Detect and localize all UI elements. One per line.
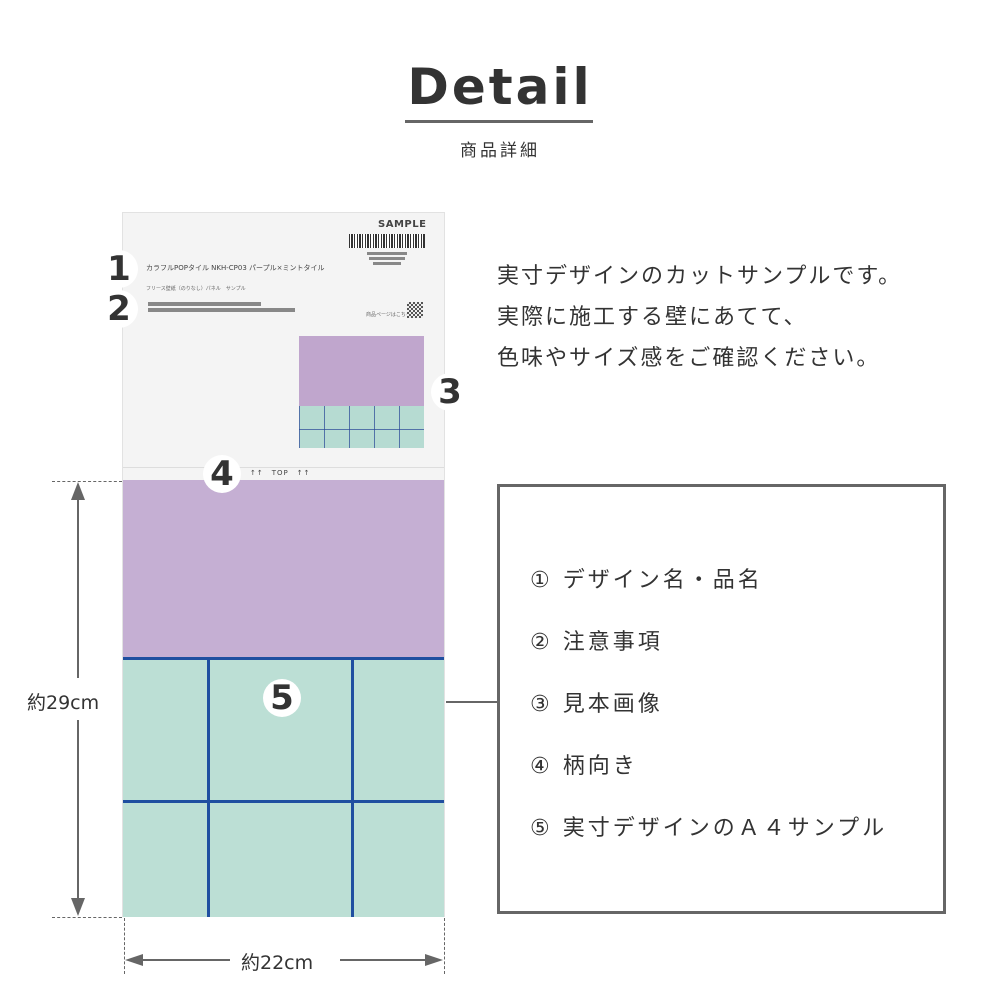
callout-1: 1 [100,250,138,288]
sample-purple-area [123,480,444,658]
width-guide-left [124,918,125,974]
tile-grout-line [123,800,444,803]
page-subtitle: 商品詳細 [460,141,540,161]
width-label: 約22cm [241,948,314,975]
preview-mint-tiles [299,406,424,448]
arrow-left-icon [125,954,143,966]
page-title: Detail [407,58,593,116]
description-line: 実際に施工する壁にあてて、 [497,305,808,330]
preview-purple [299,336,424,406]
top-divider [123,467,444,468]
legend-item: ③ 見本画像 [530,692,663,717]
legend-item: ① デザイン名・品名 [530,568,763,593]
title-underline [405,120,593,123]
description: 実寸デザインのカットサンプルです。 実際に施工する壁にあてて、 色味やサイズ感を… [497,256,902,379]
width-dimension-line [340,959,426,961]
height-label: 約29cm [27,688,100,715]
qr-label: 商品ページはこちら [366,312,411,318]
callout-2: 2 [100,290,138,328]
notice-text-line [148,308,295,312]
legend-box: ① デザイン名・品名 ② 注意事項 ③ 見本画像 ④ 柄向き ⑤ 実寸デザインの… [497,484,946,914]
height-guide-bottom [52,917,122,918]
tile-grout-line [207,658,210,917]
callout-3: 3 [431,373,469,411]
callout-4: 4 [203,455,241,493]
sample-label: SAMPLE [378,219,427,230]
arrow-up-icon [71,482,85,500]
product-name: カラフルPOPタイル NKH-CP03 パープル×ミントタイル [146,264,325,272]
description-line: 実寸デザインのカットサンプルです。 [497,264,903,289]
height-dimension-line [77,720,79,900]
barcode-number-line [373,262,401,265]
barcode-number-line [369,257,405,260]
description-line: 色味やサイズ感をご確認ください。 [497,346,881,371]
tile-grout-line [123,657,444,660]
height-dimension-line [77,498,79,678]
notice-text-line [148,302,261,306]
legend-item: ④ 柄向き [530,754,638,779]
top-orientation-marker: ↑↑ TOP ↑↑ [250,469,311,477]
product-subtitle: フリース壁紙（のりなし）パネル サンプル [146,286,246,292]
callout-5: 5 [263,679,301,717]
barcode-number-line [367,252,407,255]
barcode-icon [349,234,425,248]
legend-item: ⑤ 実寸デザインのＡ４サンプル [530,816,888,841]
arrow-down-icon [71,898,85,916]
preview-image [299,336,424,448]
legend-connector [446,701,498,703]
width-dimension-line [142,959,230,961]
tile-grout-line [351,658,354,917]
legend-item: ② 注意事項 [530,630,663,655]
qr-code-icon [407,302,423,318]
arrow-right-icon [425,954,443,966]
width-guide-right [444,918,445,974]
height-guide-top [52,481,122,482]
